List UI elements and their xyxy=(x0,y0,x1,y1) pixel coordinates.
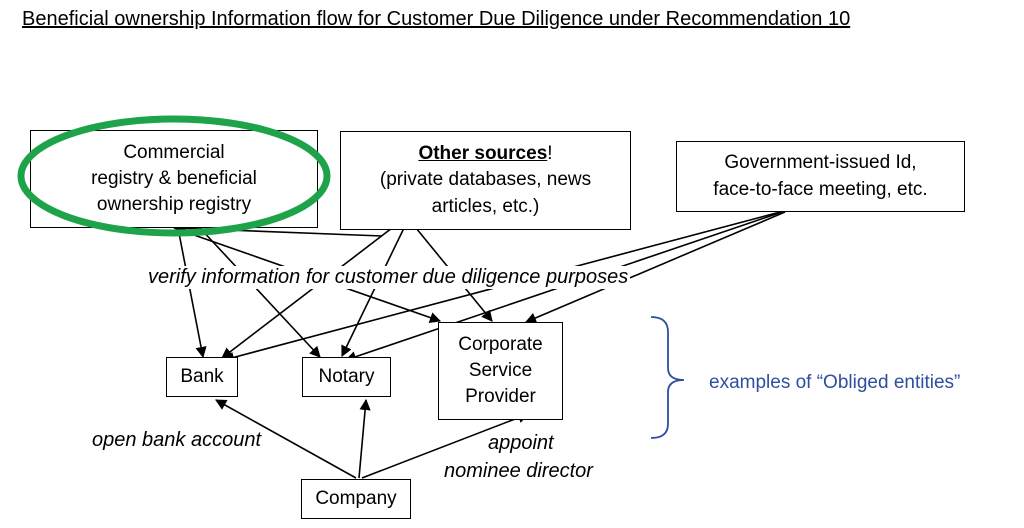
other-sources-line-3: articles, etc.) xyxy=(431,195,540,217)
arrow-company-to-notary xyxy=(358,398,371,479)
other-sources-box: Other sources! (private databases, news … xyxy=(340,131,631,230)
other-sources-line-2: (private databases, news xyxy=(379,169,592,191)
arrow-other-to-bank xyxy=(221,227,393,359)
company-label: Company xyxy=(315,487,397,509)
government-line-2: face-to-face meeting, etc. xyxy=(713,178,928,200)
bank-label: Bank xyxy=(180,365,224,387)
arrow-company-to-bank xyxy=(215,399,357,479)
government-line-1: Government-issued Id, xyxy=(724,152,917,174)
diagram-title: Beneficial ownership Information flow fo… xyxy=(22,8,851,30)
registry-box: Commercial registry & beneficial ownersh… xyxy=(30,130,318,228)
arrow-company-to-csp xyxy=(361,412,530,479)
arrow-other-to-notary xyxy=(341,227,405,358)
registry-line-3: ownership registry xyxy=(96,194,252,216)
csp-line-3: Provider xyxy=(465,386,536,408)
other-sources-exclaim: ! xyxy=(547,143,553,165)
other-sources-title: Other sources xyxy=(418,143,548,165)
arrow-registry-to-notary xyxy=(199,227,321,358)
notary-box: Notary xyxy=(302,357,391,397)
csp-line-1: Corporate xyxy=(458,333,543,355)
csp-line-2: Service xyxy=(468,359,533,381)
verify-label: verify information for customer due dili… xyxy=(146,266,631,289)
csp-box: Corporate Service Provider xyxy=(438,322,563,420)
registry-line-1: Commercial xyxy=(123,141,225,163)
open-bank-account-label: open bank account xyxy=(92,429,262,451)
government-id-box: Government-issued Id, face-to-face meeti… xyxy=(676,141,965,212)
obliged-entities-bracket xyxy=(650,316,685,439)
bank-box: Bank xyxy=(166,357,238,397)
company-box: Company xyxy=(301,479,411,519)
appoint-label: appoint xyxy=(488,432,554,454)
registry-line-2: registry & beneficial xyxy=(91,167,257,189)
notary-label: Notary xyxy=(318,365,375,387)
obliged-entities-label: examples of “Obliged entities” xyxy=(709,372,961,393)
nominee-director-label: nominee director xyxy=(444,460,593,482)
arrow-registry-to-bank xyxy=(177,227,207,359)
arrow-gov-to-csp xyxy=(524,211,786,324)
other-sources-heading: Other sources! xyxy=(418,141,552,167)
